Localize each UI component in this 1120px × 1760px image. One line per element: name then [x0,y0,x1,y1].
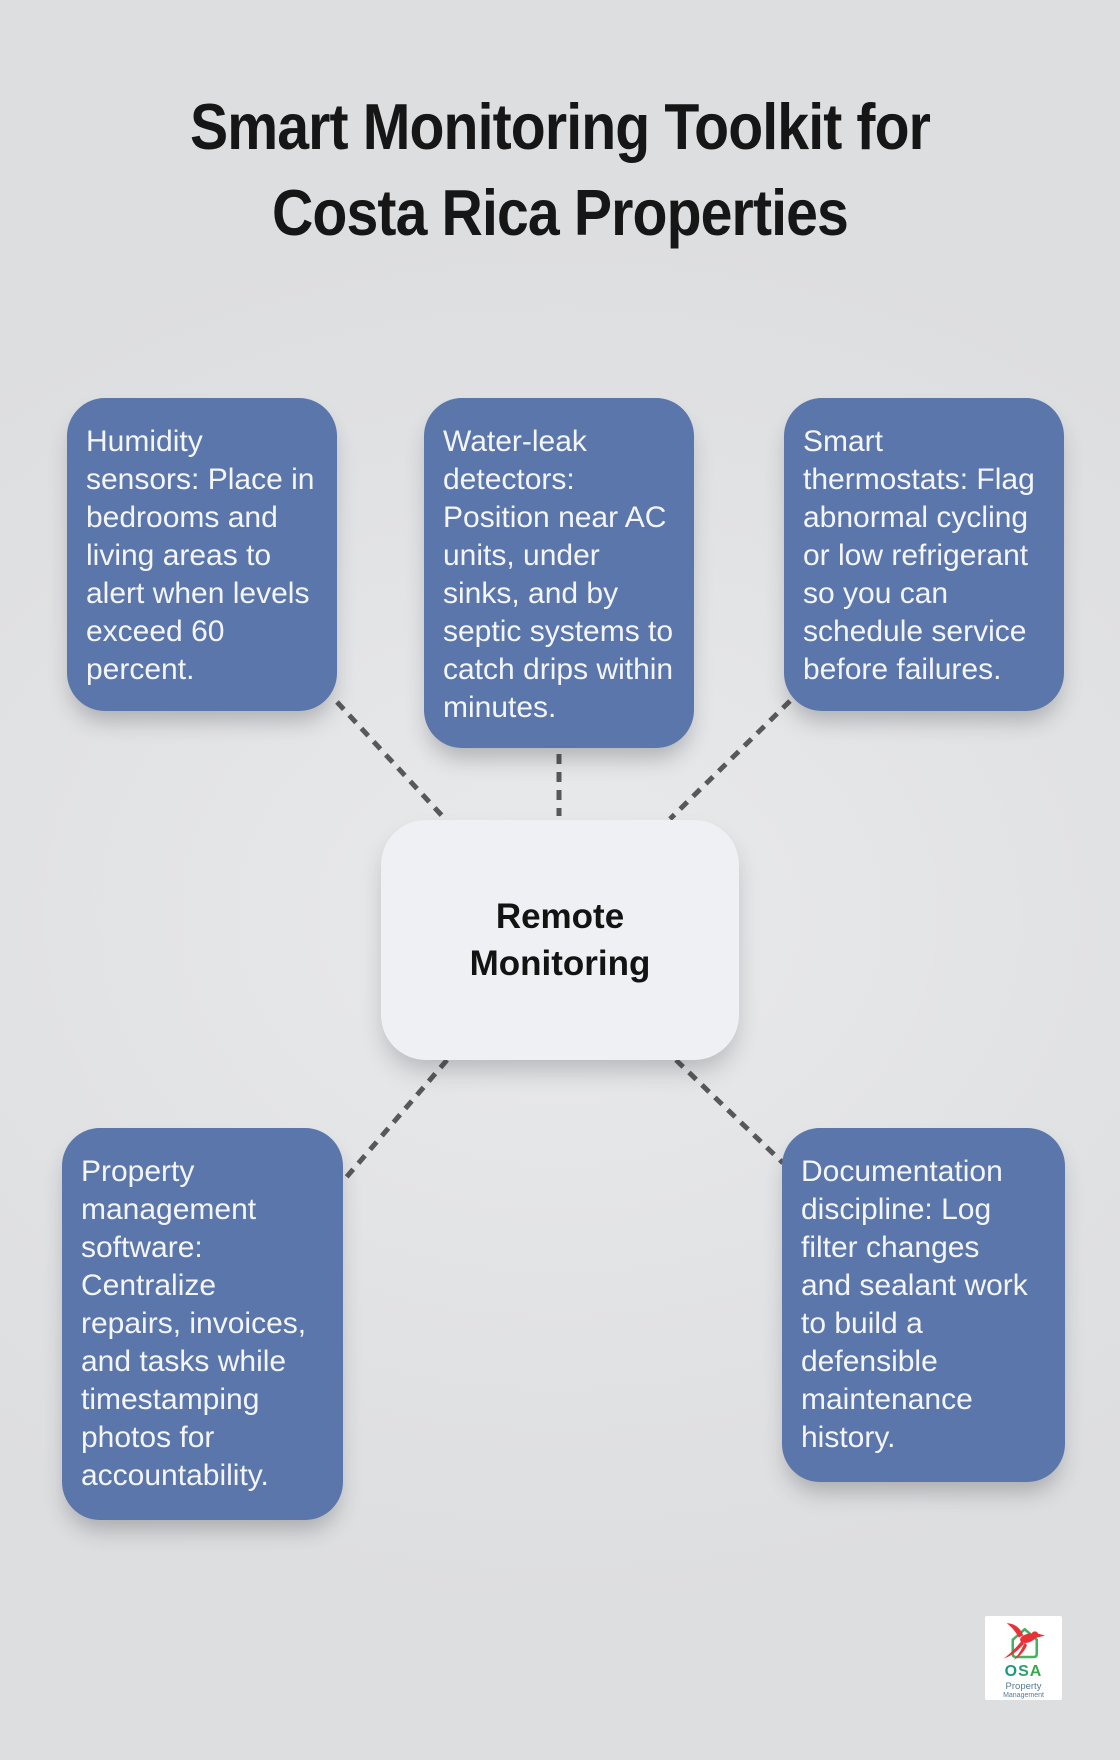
connector-center-to-documentation [674,1058,785,1165]
logo-subtitle-management: Management [1003,1692,1044,1699]
house-icon [1010,1627,1038,1659]
logo-name: OSA [1004,1663,1043,1680]
node-documentation-discipline: Documentation discipline: Log filter cha… [782,1128,1065,1482]
logo-subtitle-property: Property [1005,1681,1042,1692]
node-property-management-software: Property management software: Centralize… [62,1128,343,1520]
node-smart-thermostats: Smart thermostats: Flag abnormal cycling… [784,398,1064,711]
node-water-leak-detectors: Water-leak detectors: Position near AC u… [424,398,694,748]
connector-center-to-software [342,1058,449,1182]
page-title: Smart Monitoring Toolkit for Costa Rica … [189,90,931,249]
node-humidity-sensors: Humidity sensors: Place in bedrooms and … [67,398,337,711]
hummingbird-icon [1003,1623,1045,1660]
osa-logo: OSA Property Management [985,1616,1062,1700]
house-hummingbird-icon [1003,1623,1045,1660]
center-node-remote-monitoring: Remote Monitoring [381,820,739,1060]
connector-humidity-to-center [335,700,448,822]
center-node-label: Remote Monitoring [469,897,651,983]
